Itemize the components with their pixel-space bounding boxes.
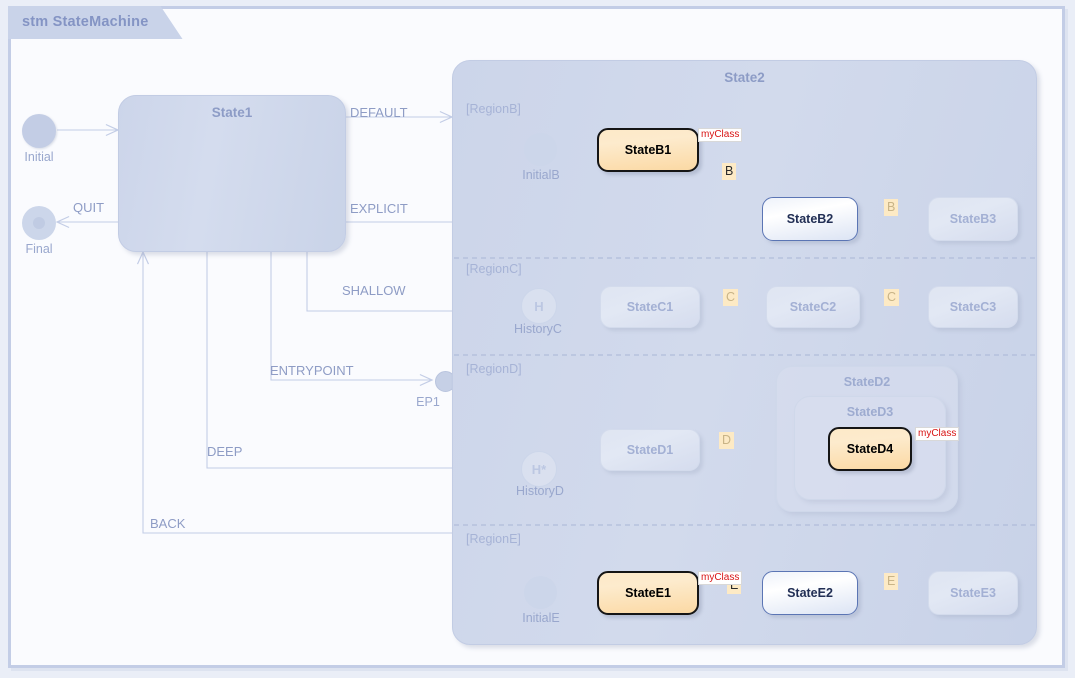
region-e: [RegionE]: [452, 526, 1037, 645]
stated4-myclass-tag: myClass: [915, 427, 960, 441]
initial-b-label: InitialB: [522, 168, 560, 182]
state-stated1[interactable]: StateD1: [600, 429, 700, 471]
transition-label-shallow: SHALLOW: [342, 283, 406, 298]
transition-label-default: DEFAULT: [350, 105, 408, 120]
initial-label: Initial: [24, 150, 54, 164]
statec3-label: StateC3: [949, 300, 997, 314]
state-stated4[interactable]: StateD4: [828, 427, 912, 471]
transition-label-back: BACK: [150, 516, 186, 531]
transition-label-explicit: EXPLICIT: [350, 201, 408, 216]
initial-pseudostate-b[interactable]: [524, 133, 557, 166]
stateb2-label: StateB2: [786, 212, 834, 226]
region-d-label: [RegionD]: [466, 362, 522, 376]
statee3-label: StateE3: [950, 586, 996, 600]
trigger-chip-b2: B: [884, 199, 899, 216]
transition-label-quit: QUIT: [73, 200, 105, 215]
stated2-label: StateD2: [843, 375, 891, 389]
trigger-chip-e2: E: [884, 573, 899, 590]
state-state1[interactable]: State1: [118, 95, 346, 252]
stated1-label: StateD1: [626, 443, 674, 457]
state-statee1[interactable]: StateE1: [597, 571, 699, 615]
stateb1-label: StateB1: [624, 143, 672, 157]
region-b-label: [RegionB]: [466, 102, 521, 116]
statee1-label: StateE1: [625, 586, 671, 600]
trigger-chip-b1: B: [722, 163, 737, 180]
transition-label-entrypoint: ENTRYPOINT: [270, 363, 354, 378]
initial-pseudostate[interactable]: [22, 114, 56, 148]
history-d-label: HistoryD: [516, 484, 564, 498]
stateb3-label: StateB3: [949, 212, 997, 226]
region-b: [RegionB]: [452, 96, 1037, 256]
history-c-glyph: H: [534, 298, 544, 314]
final-label: Final: [25, 242, 53, 256]
entry-point-label: EP1: [416, 395, 440, 409]
statee2-label: StateE2: [787, 586, 833, 600]
region-separators: [454, 257, 1035, 526]
state-statec3[interactable]: StateC3: [928, 286, 1018, 328]
trigger-chip-d1: D: [719, 432, 735, 449]
state-stateb3[interactable]: StateB3: [928, 197, 1018, 241]
state2-label: State2: [724, 70, 765, 85]
stated3-label: StateD3: [846, 405, 894, 419]
initial-pseudostate-e[interactable]: [524, 576, 557, 609]
region-c-label: [RegionC]: [466, 262, 522, 276]
final-inner-dot: [33, 217, 45, 229]
state1-label: State1: [211, 105, 253, 120]
transition-label-deep: DEEP: [207, 444, 243, 459]
statec1-label: StateC1: [626, 300, 674, 314]
state-stateb2[interactable]: StateB2: [762, 197, 858, 241]
trigger-chip-c1: C: [723, 289, 739, 306]
stateb1-myclass-tag: myClass: [698, 128, 743, 142]
diagram-title-tab: stm StateMachine: [8, 6, 183, 39]
region-d: [RegionD]: [452, 356, 1037, 526]
state-statee2[interactable]: StateE2: [762, 571, 858, 615]
region-c: [RegionC]: [452, 256, 1037, 356]
statee1-myclass-tag: myClass: [698, 571, 743, 585]
history-d-glyph: H*: [531, 461, 547, 477]
trigger-chip-c2: C: [884, 289, 900, 306]
state-statec2[interactable]: StateC2: [766, 286, 860, 328]
final-pseudostate[interactable]: [22, 206, 56, 240]
region-e-label: [RegionE]: [466, 532, 521, 546]
history-pseudostate-d[interactable]: H*: [521, 451, 557, 487]
history-c-label: HistoryC: [514, 322, 562, 336]
state-stateb1[interactable]: StateB1: [597, 128, 699, 172]
stated4-label: StateD4: [846, 442, 894, 456]
statec2-label: StateC2: [789, 300, 837, 314]
history-pseudostate-c[interactable]: H: [521, 288, 557, 324]
initial-e-label: InitialE: [522, 611, 560, 625]
